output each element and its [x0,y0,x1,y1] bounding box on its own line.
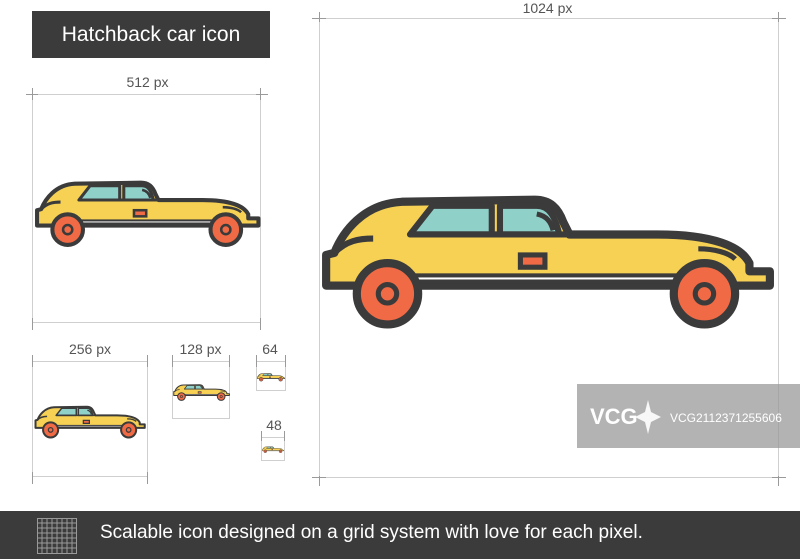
tick [260,88,261,100]
tick [260,318,261,330]
car-icon-256 [34,405,146,439]
car-icon-1024 [320,165,775,350]
grid-icon [37,518,77,554]
frame-512 [32,94,261,323]
tick [261,431,262,441]
watermark-id: VCG21123712556​06 [670,411,782,425]
tick [172,355,173,367]
tick [256,94,268,95]
frame-64 [256,361,286,391]
tick [312,477,326,478]
tick [147,355,148,367]
tick [32,318,33,330]
footer-tagline: Scalable icon designed on a grid system … [100,522,643,543]
size-label-1024: 1024 px [522,0,573,16]
car-icon-48 [262,446,284,453]
tick [312,18,326,19]
frame-48 [261,437,285,461]
tick [319,476,320,486]
frame-128 [172,361,230,419]
tick [778,12,779,22]
car-icon-64 [257,373,285,382]
frame-256 [32,361,148,477]
tick [256,355,257,367]
size-label-48: 48 [266,417,282,433]
footer-bar [0,511,800,559]
tick [32,472,33,484]
size-label-128: 128 px [179,341,222,357]
watermark-logo: VCG [590,404,638,429]
page-title: Hatchback car icon [32,11,270,58]
frame-1024 [319,18,779,478]
watermark-banner [577,384,800,448]
tick [772,18,786,19]
tick [32,88,33,100]
size-label-64: 64 [262,341,278,357]
tick [285,355,286,367]
tick [319,12,320,22]
tick [772,477,786,478]
tick [147,472,148,484]
car-icon-128 [173,384,230,401]
tick [778,476,779,486]
car-icon-512 [34,165,261,258]
size-label-256: 256 px [68,341,112,357]
watermark-star-icon [635,400,661,434]
tick [229,355,230,367]
tick [32,355,33,367]
size-label-512: 512 px [126,74,169,90]
tick [284,431,285,441]
